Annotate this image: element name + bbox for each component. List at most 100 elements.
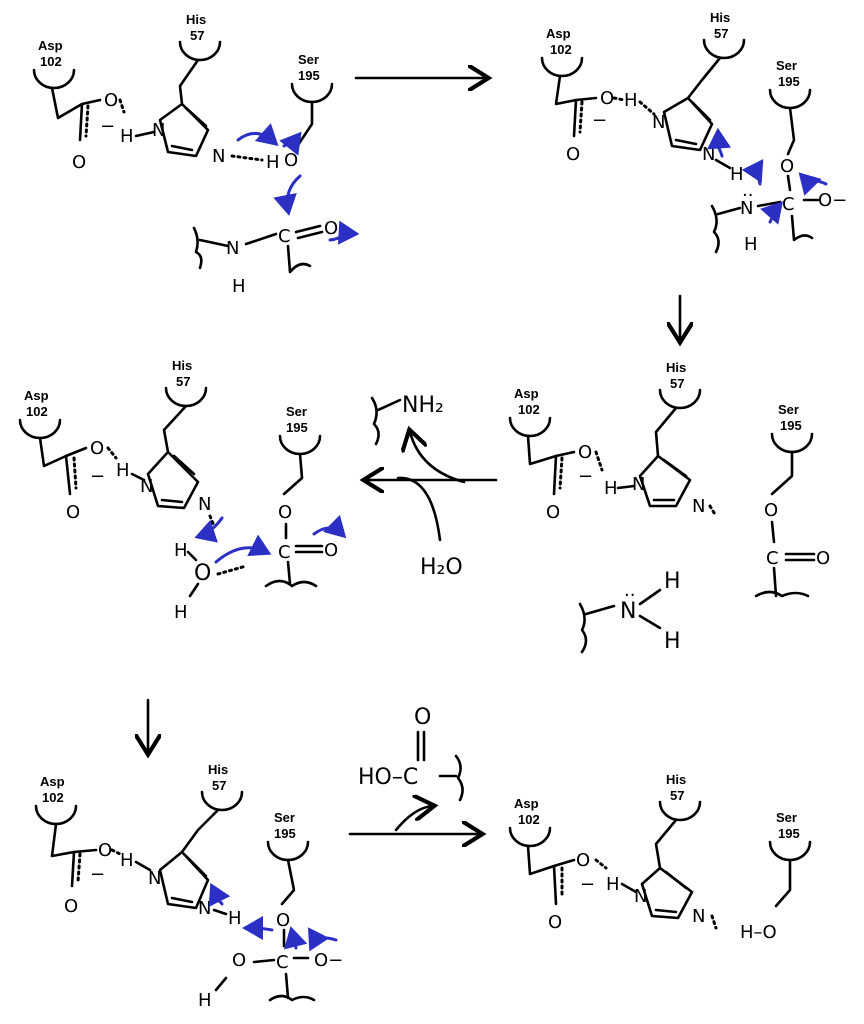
amine-h-2: H bbox=[664, 629, 681, 654]
reaction-arrow-5-group: O HO–C bbox=[348, 705, 480, 834]
asp-label: Asp bbox=[24, 388, 49, 403]
hydroxyl-o: O bbox=[232, 950, 246, 971]
asp-charge: − bbox=[580, 874, 595, 895]
released-nh2-label: NH₂ bbox=[402, 393, 444, 418]
his-label: His bbox=[710, 10, 730, 25]
ser195-residue: Ser 195 O C O− bbox=[768, 58, 847, 242]
his-n1: N bbox=[652, 112, 665, 133]
his-nh-h: H bbox=[606, 874, 620, 895]
ser-label: Ser bbox=[776, 810, 797, 825]
ser195-residue: Ser 195 H–O bbox=[740, 810, 812, 943]
ser-oh-o: O bbox=[284, 150, 298, 171]
his57-residue: His 57 H N N bbox=[604, 360, 718, 518]
his-n3-h: H bbox=[228, 908, 242, 929]
his57-residue: His 57 H N N H bbox=[120, 762, 274, 941]
his-label: His bbox=[208, 762, 228, 777]
asp-number: 102 bbox=[26, 404, 48, 419]
asp-number: 102 bbox=[550, 42, 572, 57]
ser-number: 195 bbox=[780, 418, 802, 433]
amine-n: N bbox=[740, 198, 753, 219]
asp-label: Asp bbox=[514, 386, 539, 401]
panel-5-second-tetrahedral: Asp 102 O O − His 57 H N N H bbox=[34, 762, 343, 1011]
amide-n: N bbox=[226, 238, 239, 259]
ser195-residue: Ser 195 O C O bbox=[264, 404, 347, 588]
ser-label: Ser bbox=[778, 402, 799, 417]
his-number: 57 bbox=[670, 376, 684, 391]
ser195-residue: Ser 195 H O bbox=[266, 52, 334, 216]
asp-label: Asp bbox=[546, 26, 571, 41]
oxyanion: O− bbox=[314, 950, 343, 971]
asp102-residue: Asp 102 O O − bbox=[508, 796, 608, 933]
amine-exit-curve bbox=[410, 432, 466, 484]
his-label: His bbox=[666, 360, 686, 375]
n-lone-pair: .. bbox=[624, 580, 635, 601]
tetrahedral-c: C bbox=[276, 952, 289, 973]
his-nh-h: H bbox=[120, 850, 134, 871]
asp-carbonyl-o: O bbox=[546, 502, 560, 523]
asp-number: 102 bbox=[42, 790, 64, 805]
asp102-residue: Asp 102 O O − bbox=[18, 388, 118, 523]
his57-residue: His 57 H N N H bbox=[624, 10, 764, 186]
panel-1-nucleophilic-attack: Asp 102 O O − His 57 H N N bbox=[32, 12, 360, 297]
acyl-o: O bbox=[324, 540, 338, 561]
his-n3: N bbox=[198, 494, 211, 515]
asp102-residue: Asp 102 O O − bbox=[32, 38, 126, 173]
asp-carbonyl-o: O bbox=[548, 912, 562, 933]
acyl-c: C bbox=[766, 548, 779, 569]
asp102-residue: Asp 102 O O − bbox=[34, 774, 122, 917]
acid-label: HO–C bbox=[358, 765, 418, 790]
his57-residue: His 57 H N N bbox=[606, 772, 718, 930]
his-nh-h: H bbox=[120, 126, 134, 147]
leaving-amine: N .. H bbox=[710, 180, 784, 255]
asp-carboxyl-o: O bbox=[98, 840, 112, 861]
tetrahedral-c: C bbox=[782, 194, 795, 215]
acyl-o: O bbox=[816, 548, 830, 569]
ser-number: 195 bbox=[778, 74, 800, 89]
asp-charge: − bbox=[578, 466, 593, 487]
panel-4-water-attack: Asp 102 O O − His 57 H N N H bbox=[18, 358, 347, 623]
ser-label: Ser bbox=[298, 52, 319, 67]
his-label: His bbox=[666, 772, 686, 787]
ser-label: Ser bbox=[776, 58, 797, 73]
asp-carboxyl-o: O bbox=[90, 438, 104, 459]
his-n1: N bbox=[634, 886, 647, 907]
his-n3: N bbox=[692, 496, 705, 517]
acid-carbonyl-o: O bbox=[414, 705, 431, 730]
his-label: His bbox=[172, 358, 192, 373]
hydroxyl-h: H bbox=[198, 990, 212, 1011]
asp-number: 102 bbox=[518, 402, 540, 417]
asp-number: 102 bbox=[518, 812, 540, 827]
ser-label: Ser bbox=[286, 404, 307, 419]
asp-carboxyl-o: O bbox=[578, 442, 592, 463]
attacking-water: H O H bbox=[174, 534, 272, 623]
his-n3: N bbox=[212, 146, 225, 167]
ser-number: 195 bbox=[286, 420, 308, 435]
asp-carboxyl-o: O bbox=[104, 90, 118, 111]
his-nh-h: H bbox=[116, 460, 130, 481]
panel-3-acyl-enzyme: Asp 102 O O − His 57 H N N Ser bbox=[508, 360, 830, 654]
his-nh-h: H bbox=[624, 90, 638, 111]
asp-number: 102 bbox=[40, 54, 62, 69]
ser-o: O bbox=[780, 156, 794, 177]
panel-6-regenerated-enzyme: Asp 102 O O − His 57 H N N Ser bbox=[508, 772, 812, 943]
released-amine: N .. H H bbox=[578, 569, 681, 654]
his-n1: N bbox=[632, 474, 645, 495]
ser-label: Ser bbox=[274, 810, 295, 825]
ser195-residue: Ser 195 O C O bbox=[754, 402, 830, 598]
ser195-residue: Ser 195 O C O− O H bbox=[198, 810, 343, 1011]
ser-hydroxyl: H–O bbox=[740, 922, 777, 943]
asp-charge: − bbox=[592, 110, 607, 131]
his-n1: N bbox=[140, 476, 153, 497]
asp102-residue: Asp 102 O O − bbox=[540, 26, 626, 165]
his57-residue: His 57 H N N bbox=[116, 358, 224, 543]
asp-carbonyl-o: O bbox=[64, 896, 78, 917]
reaction-arrow-3-group: NH₂ H₂O bbox=[366, 393, 498, 580]
his-number: 57 bbox=[714, 26, 728, 41]
water-entry-curve bbox=[396, 476, 442, 542]
asp-charge: − bbox=[100, 116, 115, 137]
carbonyl-c: C bbox=[278, 226, 291, 247]
his-n3: N bbox=[692, 906, 705, 927]
asp-label: Asp bbox=[38, 38, 63, 53]
water-label: H₂O bbox=[420, 555, 463, 580]
